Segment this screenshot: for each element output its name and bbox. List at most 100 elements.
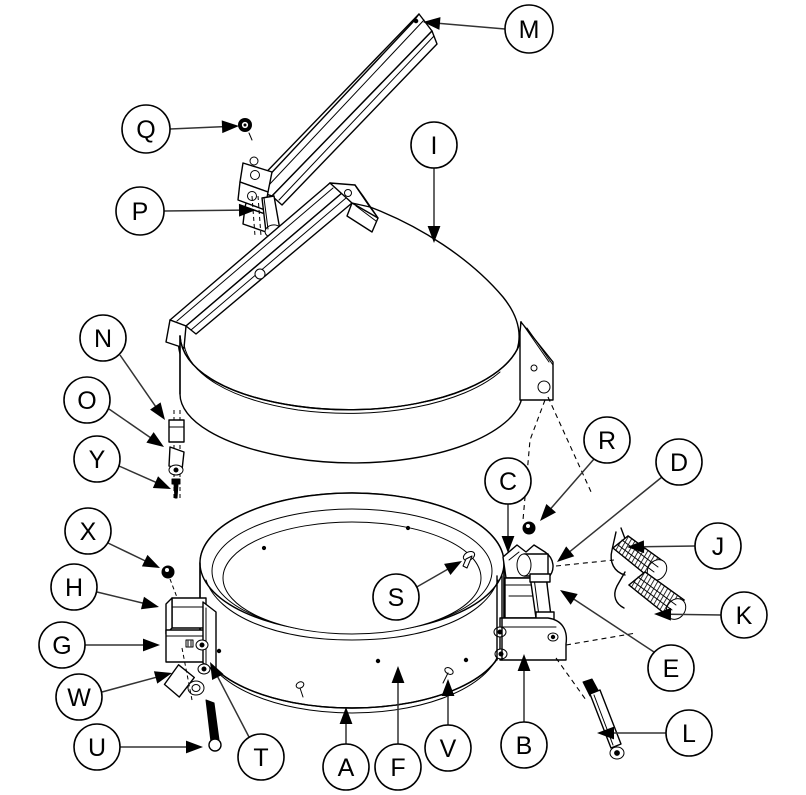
callout-circle-e[interactable]: [647, 644, 695, 692]
leader-line-o: [108, 408, 153, 440]
leader-line-r: [549, 458, 595, 511]
callout-h[interactable]: H: [50, 563, 98, 611]
callout-circle-x[interactable]: [64, 507, 112, 555]
leader-lines-layer: [85, 17, 722, 754]
spring-upper-j: [610, 527, 668, 581]
leader-line-e: [572, 597, 655, 653]
callout-circle-q[interactable]: [121, 104, 171, 154]
leader-line-n: [119, 354, 158, 409]
callout-circle-v[interactable]: [424, 724, 472, 772]
callout-r[interactable]: R: [583, 416, 631, 464]
leader-arrowhead-q: [221, 120, 239, 134]
leader-arrowhead-b: [517, 654, 531, 671]
callout-y[interactable]: Y: [73, 435, 121, 483]
callout-m[interactable]: M: [504, 4, 554, 54]
callout-circle-i[interactable]: [410, 121, 458, 169]
leader-line-d: [568, 476, 663, 554]
callout-circle-w[interactable]: [55, 673, 103, 721]
leader-arrowhead-g: [143, 638, 160, 652]
callout-circle-o[interactable]: [63, 376, 111, 424]
callout-circle-f[interactable]: [374, 743, 422, 791]
callout-f[interactable]: F: [374, 743, 422, 791]
callout-circle-g[interactable]: [38, 621, 86, 669]
callout-s[interactable]: S: [372, 573, 420, 621]
callout-v[interactable]: V: [424, 724, 472, 772]
callout-d[interactable]: D: [655, 438, 703, 486]
leader-arrowhead-x: [141, 554, 160, 568]
leader-line-s: [414, 567, 450, 589]
callout-circle-k[interactable]: [720, 591, 768, 639]
callout-circle-y[interactable]: [73, 435, 121, 483]
callout-a[interactable]: A: [322, 743, 370, 791]
leader-line-h: [96, 591, 145, 605]
leader-arrowhead-w: [153, 671, 172, 684]
callout-l[interactable]: L: [665, 709, 713, 757]
callout-u[interactable]: U: [73, 723, 121, 771]
callout-e[interactable]: E: [647, 644, 695, 692]
leader-line-j: [641, 545, 696, 548]
callout-circle-j[interactable]: [694, 522, 742, 570]
leader-arrowhead-o: [146, 432, 164, 447]
leader-arrowhead-c: [501, 536, 515, 553]
callout-circle-c[interactable]: [484, 457, 532, 505]
leader-arrowhead-h: [140, 596, 159, 610]
callout-circle-h[interactable]: [50, 563, 98, 611]
callout-circle-a[interactable]: [322, 743, 370, 791]
callout-b[interactable]: B: [500, 721, 548, 769]
spring-lower-k: [614, 571, 687, 620]
callout-circle-r[interactable]: [583, 416, 631, 464]
callout-x[interactable]: X: [64, 507, 112, 555]
leader-line-y: [118, 465, 158, 484]
callout-circle-u[interactable]: [73, 723, 121, 771]
ring-stud-s: [462, 550, 476, 569]
leader-arrowhead-r: [540, 503, 556, 521]
leader-arrowhead-j: [627, 540, 645, 554]
callout-q[interactable]: Q: [121, 104, 171, 154]
callout-circle-s[interactable]: [372, 573, 420, 621]
ring-band-group: [199, 492, 505, 714]
leader-line-q: [169, 125, 225, 130]
callout-t[interactable]: T: [237, 733, 285, 781]
callout-circle-b[interactable]: [500, 721, 548, 769]
leader-arrowhead-l: [597, 726, 614, 740]
leader-arrowhead-k: [654, 607, 672, 621]
callout-circle-l[interactable]: [665, 709, 713, 757]
callout-i[interactable]: I: [410, 121, 458, 169]
callout-w[interactable]: W: [55, 673, 103, 721]
leader-arrowhead-y: [152, 476, 171, 489]
callout-j[interactable]: J: [694, 522, 742, 570]
callout-p[interactable]: P: [115, 186, 165, 236]
leader-arrowhead-f: [391, 666, 405, 683]
leader-arrowhead-a: [339, 707, 353, 724]
callout-circle-p[interactable]: [115, 186, 165, 236]
gas-strut-l: [582, 678, 625, 760]
leader-arrowhead-i: [427, 226, 441, 243]
leader-line-m: [437, 22, 506, 30]
callout-circle-d[interactable]: [655, 438, 703, 486]
callout-circle-n[interactable]: [79, 314, 127, 362]
leader-line-w: [101, 676, 158, 693]
leader-line-t: [216, 674, 250, 738]
ring-fastener-front: [295, 681, 305, 698]
callout-g[interactable]: G: [38, 621, 86, 669]
adjuster-assembly-group: [168, 410, 185, 500]
leader-arrowhead-e: [560, 590, 578, 605]
callout-circle-t[interactable]: [237, 733, 285, 781]
callout-n[interactable]: N: [79, 314, 127, 362]
ring-fastener-v: [442, 667, 454, 684]
callout-k[interactable]: K: [720, 591, 768, 639]
callout-c[interactable]: C: [484, 457, 532, 505]
leader-arrowhead-m: [423, 17, 441, 30]
leader-arrowhead-t: [210, 662, 224, 681]
leader-line-k: [668, 613, 722, 616]
leader-arrowhead-s: [444, 561, 462, 576]
callout-o[interactable]: O: [63, 376, 111, 424]
leader-line-p: [163, 209, 242, 212]
hinge-bar-fastener-q: [238, 118, 253, 141]
leader-arrowhead-u: [186, 740, 203, 754]
leader-arrowhead-p: [238, 203, 256, 217]
callout-circle-m[interactable]: [504, 4, 554, 54]
